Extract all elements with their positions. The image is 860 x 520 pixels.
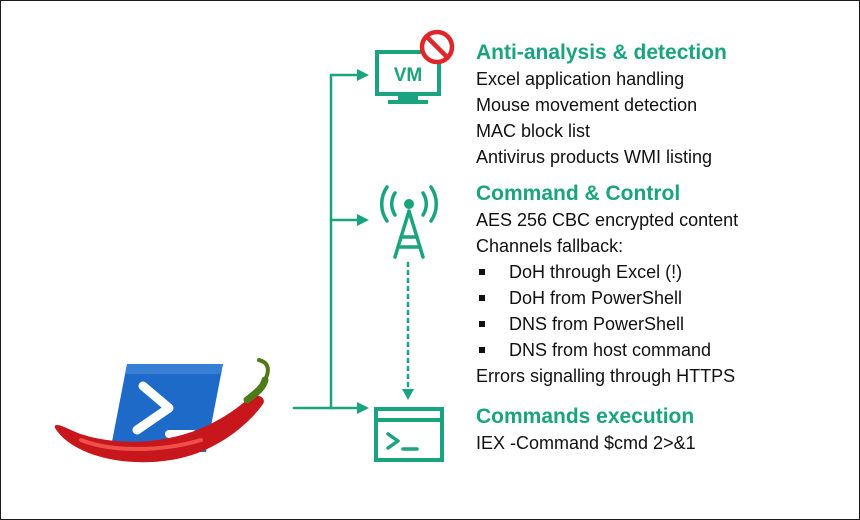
bullet-square-icon: [479, 321, 485, 327]
fallback-list-item: DNS from host command: [476, 337, 738, 363]
exec-command: IEX -Command $cmd 2>&1: [476, 433, 696, 453]
arrowhead-anti-analysis: [357, 69, 369, 81]
antenna-tower-icon: [379, 185, 439, 259]
fallback-label: DNS from host command: [509, 340, 712, 360]
exec-title: Commands execution: [476, 405, 695, 428]
c2-footer: Errors signalling through HTTPS: [476, 366, 736, 386]
fallback-list-item: DoH from PowerShell: [476, 285, 738, 311]
anti-analysis-title: Anti-analysis & detection: [476, 41, 727, 64]
trunk-connector: [292, 73, 363, 410]
c2-item: Channels fallback:: [476, 236, 624, 256]
bullet-square-icon: [479, 347, 485, 353]
bullet-square-icon: [479, 295, 485, 301]
anti-analysis-item: MAC block list: [476, 121, 591, 141]
powershell-logo-icon: [110, 364, 223, 452]
anti-analysis-item: Antivirus products WMI listing: [476, 147, 713, 167]
chili-pepper-icon: [54, 358, 270, 463]
fallback-list-item: DNS from PowerShell: [476, 311, 738, 337]
vm-monitor-icon: VM: [375, 50, 441, 104]
fallback-label: DNS from PowerShell: [509, 314, 685, 334]
c2-section: Command & Control AES 256 CBC encrypted …: [476, 181, 738, 389]
vm-label: VM: [394, 65, 423, 86]
exec-section: Commands execution IEX -Command $cmd 2>&…: [476, 404, 696, 456]
arrowhead-c2: [357, 214, 369, 226]
fallback-label: DoH through Excel (!): [509, 262, 683, 282]
anti-analysis-section: Anti-analysis & detection Excel applicat…: [476, 40, 727, 170]
powershell-pepper-illustration: [54, 358, 270, 463]
terminal-window-icon: [374, 407, 444, 462]
prohibited-icon: [419, 29, 455, 65]
fallback-label: DoH from PowerShell: [509, 288, 683, 308]
arrowhead-dotted: [402, 389, 414, 400]
anti-analysis-item: Mouse movement detection: [476, 95, 698, 115]
arrowhead-exec: [357, 402, 369, 414]
fallback-list-item: DoH through Excel (!): [476, 259, 738, 285]
bullet-square-icon: [479, 269, 485, 275]
c2-title: Command & Control: [476, 182, 681, 205]
c2-item: AES 256 CBC encrypted content: [476, 210, 739, 230]
anti-analysis-item: Excel application handling: [476, 69, 685, 89]
